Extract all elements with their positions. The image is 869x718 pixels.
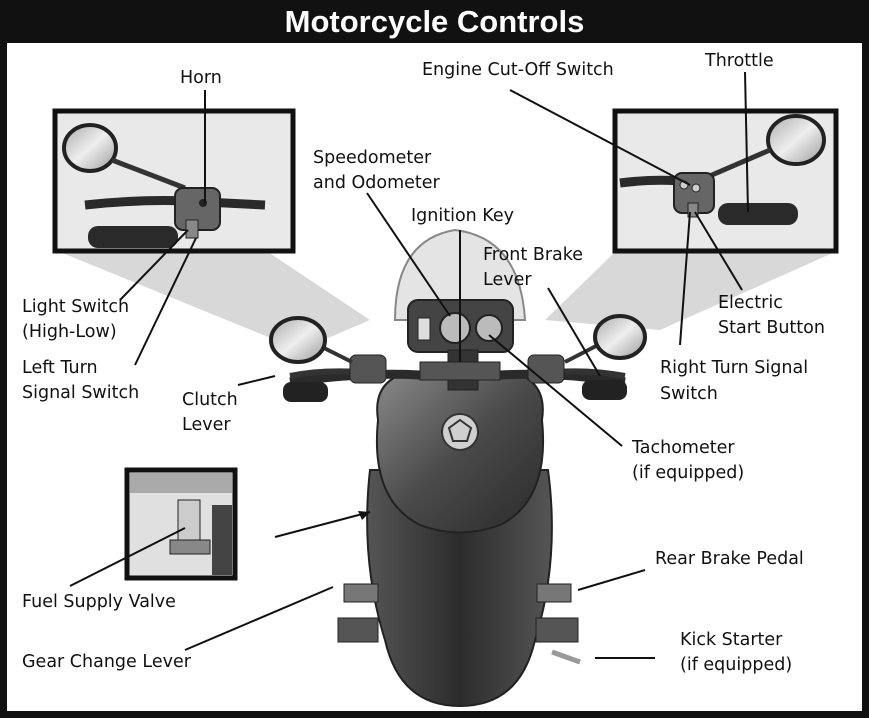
label-tachometer-line1: Tachometer xyxy=(632,436,735,460)
label-speedometer-line1: Speedometer xyxy=(313,146,431,170)
label-left-turn-line1: Left Turn xyxy=(22,356,98,380)
right-footpeg xyxy=(537,584,571,602)
rear-brake-leader xyxy=(578,570,645,590)
label-ignition-key: Ignition Key xyxy=(411,204,514,228)
label-tachometer-line2: (if equipped) xyxy=(632,461,744,485)
fuel-tank xyxy=(377,372,543,533)
tachometer-gauge xyxy=(476,315,502,341)
indicator-block xyxy=(418,318,430,340)
speedometer-gauge xyxy=(440,313,470,343)
left-switch-housing xyxy=(350,355,386,383)
label-kick-starter-line1: Kick Starter xyxy=(680,628,782,652)
handlebar-clamp xyxy=(420,362,500,380)
gear-change-leader xyxy=(185,587,333,650)
label-gear-change-lever: Gear Change Lever xyxy=(22,650,191,674)
label-clutch-line2: Lever xyxy=(182,413,231,437)
right-switch-housing xyxy=(528,355,564,383)
label-clutch-line1: Clutch xyxy=(182,388,238,412)
label-speedometer-line2: and Odometer xyxy=(313,171,440,195)
label-left-turn-line2: Signal Switch xyxy=(22,381,139,405)
label-rear-brake-pedal: Rear Brake Pedal xyxy=(655,547,804,571)
label-kick-starter-line2: (if equipped) xyxy=(680,653,792,677)
right-mirror xyxy=(595,316,645,358)
label-right-turn-line2: Switch xyxy=(660,382,718,406)
label-electric-start-line2: Start Button xyxy=(718,316,825,340)
label-right-turn-line1: Right Turn Signal xyxy=(660,356,808,380)
label-light-switch-line2: (High-Low) xyxy=(22,320,117,344)
label-front-brake-line2: Lever xyxy=(483,268,532,292)
right-grip xyxy=(582,380,627,400)
left-grip xyxy=(283,382,328,402)
left-mirror xyxy=(271,318,325,362)
right-floorboard xyxy=(536,618,578,642)
label-light-switch-line1: Light Switch xyxy=(22,295,129,319)
label-electric-start-line1: Electric xyxy=(718,291,783,315)
left-floorboard xyxy=(338,618,378,642)
label-front-brake-line1: Front Brake xyxy=(483,243,583,267)
left-footpeg xyxy=(344,584,378,602)
label-fuel-supply-valve: Fuel Supply Valve xyxy=(22,590,176,614)
clutch-leader xyxy=(238,376,275,385)
label-throttle: Throttle xyxy=(705,49,774,73)
label-horn: Horn xyxy=(180,66,222,90)
tank-pointer-leader xyxy=(275,512,370,537)
label-engine-cutoff-switch: Engine Cut-Off Switch xyxy=(422,58,614,82)
kick-starter-arm xyxy=(552,652,580,662)
